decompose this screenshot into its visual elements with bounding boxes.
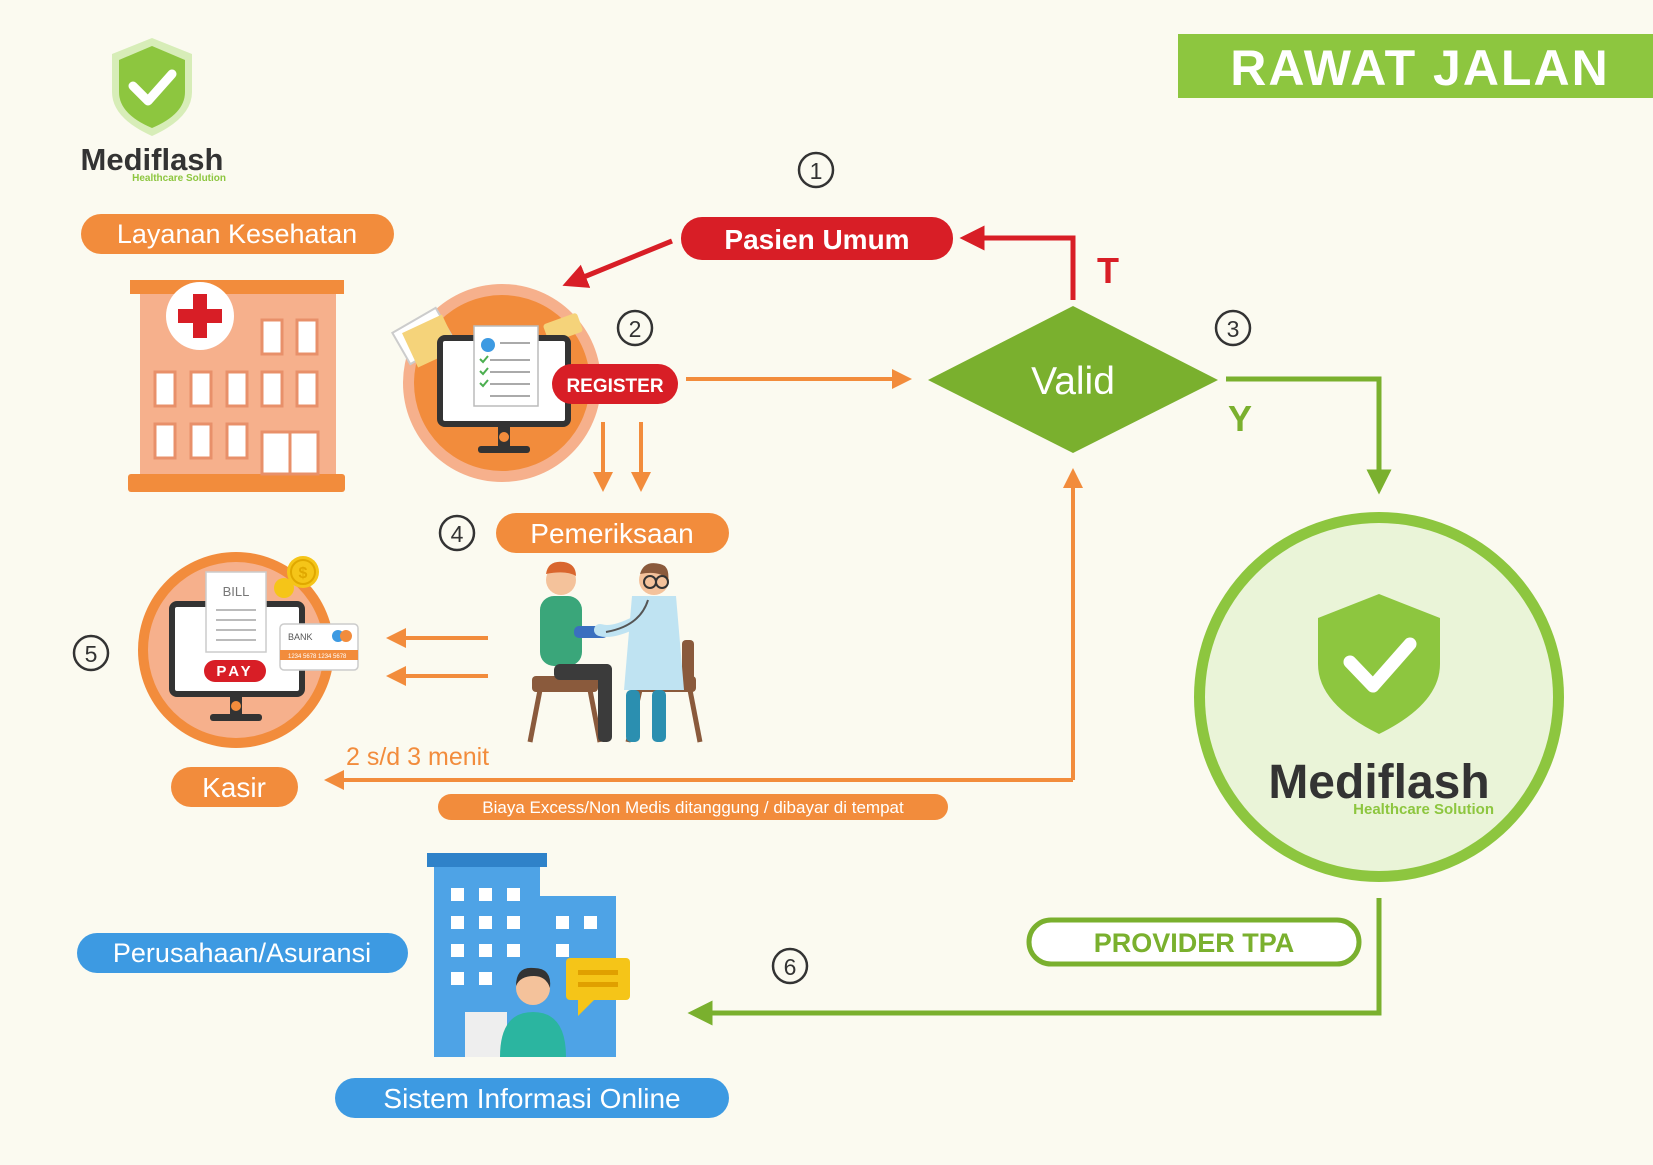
pay-text: PAY (216, 663, 253, 680)
register-node: REGISTER (552, 364, 678, 404)
coin-symbol: $ (299, 565, 308, 582)
svg-text:REGISTER: REGISTER (566, 376, 663, 397)
bill-text: BILL (223, 584, 250, 599)
shield-check-icon (112, 38, 192, 136)
mediflash-provider-node: Mediflash Healthcare Solution (1194, 512, 1564, 882)
title-text: RAWAT JALAN (1230, 40, 1609, 96)
svg-text:2: 2 (629, 316, 642, 342)
valid-decision: Valid (928, 306, 1218, 453)
brand-name: Mediflash (1268, 756, 1489, 809)
duration-label: 2 s/d 3 menit (346, 743, 489, 771)
sistem-informasi-node: Sistem Informasi Online (335, 1078, 729, 1118)
svg-text:Sistem Informasi Online: Sistem Informasi Online (383, 1083, 680, 1114)
svg-text:3: 3 (1227, 316, 1240, 342)
arrow-pasien-to-register (562, 238, 673, 288)
doctor-patient-icon (527, 561, 703, 743)
svg-text:Kasir: Kasir (202, 772, 266, 803)
shield-check-icon (1318, 594, 1440, 734)
svg-text:PROVIDER TPA: PROVIDER TPA (1094, 928, 1295, 958)
brand-tagline: Healthcare Solution (1353, 801, 1494, 818)
kasir-node: Kasir (171, 767, 298, 807)
provider-tpa-label: PROVIDER TPA (1026, 917, 1362, 967)
arrow-mediflash-to-sistem (687, 898, 1382, 1026)
layanan-kesehatan-label: Layanan Kesehatan (81, 214, 394, 254)
svg-text:Pemeriksaan: Pemeriksaan (530, 518, 693, 549)
office-building-icon (427, 853, 630, 1057)
step-6-marker: 6 (771, 947, 809, 985)
card-number-text: 1234 5678 1234 5678 (288, 654, 347, 660)
branch-true-label: Y (1228, 398, 1252, 439)
brand-tagline: Healthcare Solution (132, 173, 226, 184)
step-4-marker: 4 (438, 514, 476, 552)
svg-text:Layanan Kesehatan: Layanan Kesehatan (117, 219, 357, 249)
title-banner: RAWAT JALAN (1178, 34, 1653, 98)
step-5-marker: 5 (72, 634, 110, 672)
svg-text:5: 5 (85, 641, 98, 667)
computer-register-icon (390, 284, 601, 482)
pasien-umum-node: Pasien Umum (681, 217, 953, 260)
step-3-marker: 3 (1214, 309, 1252, 347)
payment-bill-icon: BILL PAY BANK 1234 5678 1234 5678 $ (138, 552, 359, 748)
svg-text:Valid: Valid (1031, 360, 1115, 403)
branch-false-label: T (1097, 250, 1119, 291)
hospital-icon (128, 280, 345, 492)
perusahaan-asuransi-label: Perusahaan/Asuransi (77, 933, 408, 973)
step-1-marker: 1 (797, 151, 835, 189)
brand-name: Mediflash (81, 142, 224, 177)
svg-text:Biaya Excess/Non Medis ditangg: Biaya Excess/Non Medis ditanggung / diba… (482, 798, 904, 817)
pemeriksaan-node: Pemeriksaan (496, 513, 729, 553)
svg-text:6: 6 (784, 954, 797, 980)
svg-text:4: 4 (451, 521, 464, 547)
svg-text:Pasien Umum: Pasien Umum (724, 224, 909, 255)
brand-logo: Mediflash Healthcare Solution (81, 38, 226, 184)
arrow-valid-to-mediflash (1226, 376, 1392, 495)
svg-text:Perusahaan/Asuransi: Perusahaan/Asuransi (113, 938, 371, 968)
arrow-valid-to-pasien (959, 225, 1076, 300)
svg-text:1: 1 (810, 158, 823, 184)
biaya-note: Biaya Excess/Non Medis ditanggung / diba… (438, 794, 948, 820)
bank-text: BANK (288, 632, 313, 642)
step-2-marker: 2 (616, 309, 654, 347)
